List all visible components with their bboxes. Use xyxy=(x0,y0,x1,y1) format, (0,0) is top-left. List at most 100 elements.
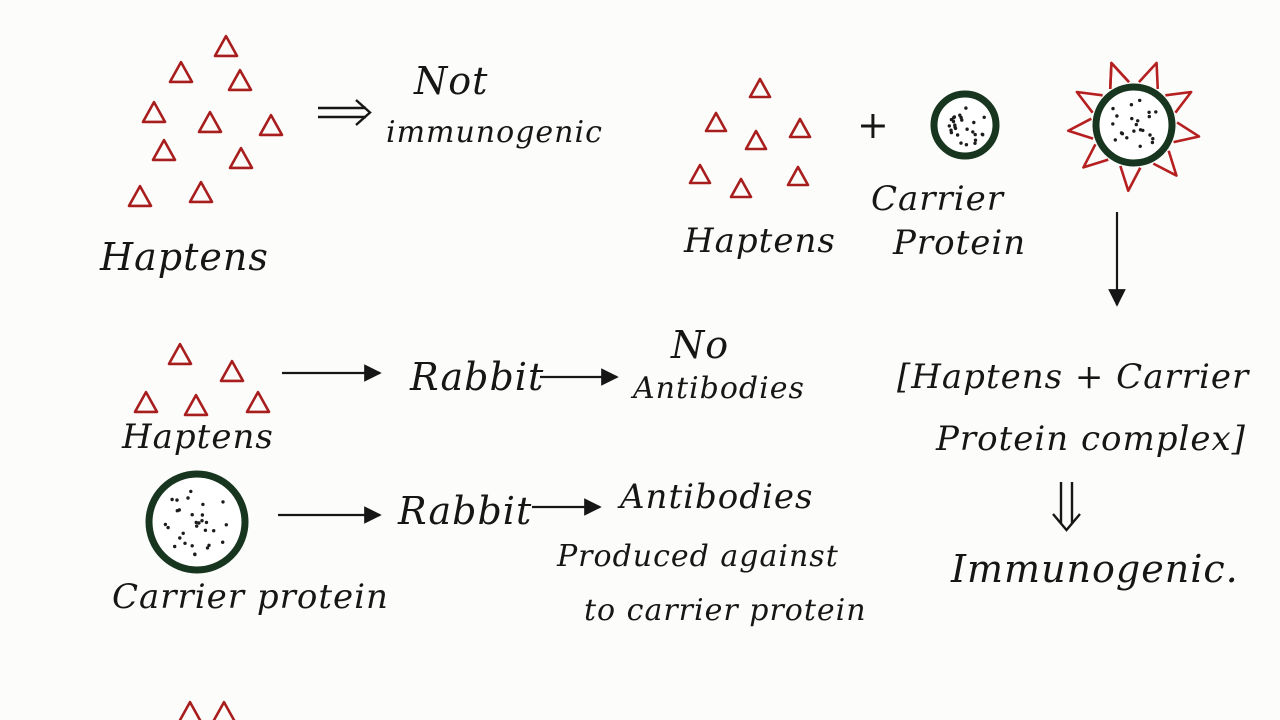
carrier-protein-large xyxy=(145,470,249,574)
protein-dot xyxy=(1148,133,1152,137)
protein-dot xyxy=(972,120,976,125)
hapten-triangle xyxy=(188,180,214,204)
protein-dot xyxy=(200,519,204,523)
hapten-triangle xyxy=(197,110,223,134)
hapten-triangle xyxy=(151,138,177,162)
hapten-triangle xyxy=(183,393,209,417)
label-to-carrier-protein: to carrier protein xyxy=(584,593,867,628)
protein-dot xyxy=(973,141,977,145)
protein-dot xyxy=(197,521,201,525)
label-haptens-free: Haptens xyxy=(100,235,269,279)
label-haptens-rabbit: Haptens xyxy=(122,417,274,457)
hapten-carrier-complex xyxy=(1066,61,1201,193)
protein-dot xyxy=(971,130,975,134)
protein-dot xyxy=(1147,114,1152,119)
label-protein-cap: Protein xyxy=(893,223,1027,263)
label-rabbit-2: Rabbit xyxy=(398,489,533,533)
hapten-triangle xyxy=(688,163,712,185)
protein-dot xyxy=(173,544,177,549)
protein-dot xyxy=(964,106,968,110)
protein-dot xyxy=(178,536,182,540)
label-complex-line2: Protein complex] xyxy=(936,419,1246,459)
protein-dot xyxy=(195,524,199,528)
hapten-cluster-free xyxy=(127,34,284,208)
label-complex-line1: [Haptens + Carrier xyxy=(897,357,1250,397)
hapten-triangle xyxy=(729,177,753,199)
hapten-triangle xyxy=(141,100,167,124)
protein-dot xyxy=(1125,136,1129,140)
protein-dot xyxy=(1134,122,1139,127)
protein-dot xyxy=(221,500,225,504)
hapten-triangle xyxy=(788,117,812,139)
protein-dot xyxy=(204,520,209,525)
hapten-spike xyxy=(1075,90,1103,114)
protein-dot xyxy=(951,119,956,124)
protein-dot xyxy=(1154,110,1158,114)
protein-dot xyxy=(181,531,185,535)
protein-dot xyxy=(166,525,170,530)
hapten-triangle xyxy=(168,60,194,84)
protein-dot xyxy=(1136,119,1140,123)
hapten-spike xyxy=(1138,61,1160,90)
protein-dot xyxy=(186,496,190,500)
hapten-spike xyxy=(1173,121,1201,144)
hapten-triangle xyxy=(228,146,254,170)
hapten-triangle xyxy=(212,700,236,720)
protein-dot xyxy=(949,130,954,135)
protein-dot xyxy=(183,541,187,545)
label-no: No xyxy=(671,323,730,367)
hapten-triangle xyxy=(245,390,271,414)
protein-dot xyxy=(981,133,985,137)
label-produced-against: Produced against xyxy=(557,539,839,574)
hapten-spike xyxy=(1119,165,1142,193)
protein-dot xyxy=(190,544,194,548)
hapten-cluster-rabbit xyxy=(133,342,271,417)
protein-dot xyxy=(1151,137,1155,141)
hapten-cluster-cutoff xyxy=(178,700,236,720)
protein-dot xyxy=(1138,144,1142,148)
hapten-spike xyxy=(1082,143,1109,169)
protein-dot xyxy=(1147,110,1151,115)
protein-dot xyxy=(959,141,963,145)
protein-dot xyxy=(1130,116,1134,121)
label-rabbit-1: Rabbit xyxy=(410,355,545,399)
hapten-triangle xyxy=(219,359,245,383)
hapten-triangle xyxy=(227,68,253,92)
protein-dot xyxy=(201,502,205,507)
protein-dot xyxy=(1120,132,1125,136)
label-haptens-with-carrier: Haptens xyxy=(684,221,836,261)
hapten-triangle xyxy=(127,184,153,208)
protein-dot xyxy=(205,546,210,550)
plus-sign: + xyxy=(857,103,890,147)
protein-dot xyxy=(221,540,225,544)
protein-dot xyxy=(212,529,216,533)
protein-dot xyxy=(1129,103,1134,107)
hapten-triangle xyxy=(744,129,768,151)
protein-dot xyxy=(189,489,193,494)
hapten-triangle xyxy=(133,390,159,414)
implies-arrow-not-immunogenic xyxy=(318,99,372,126)
protein-dot xyxy=(1138,98,1142,103)
protein-dot xyxy=(953,125,957,129)
protein-dot xyxy=(163,522,168,527)
hapten-spike xyxy=(1152,150,1178,177)
label-immunogenic-lower: immunogenic xyxy=(386,115,603,150)
protein-dot xyxy=(224,523,228,527)
label-carrier-cap: Carrier xyxy=(871,179,1005,219)
protein-dot xyxy=(955,133,960,137)
hapten-triangle xyxy=(258,113,284,137)
hapten-cluster-with-carrier xyxy=(688,77,812,199)
protein-dot xyxy=(200,513,205,517)
hapten-triangle xyxy=(786,165,810,187)
protein-dot xyxy=(947,124,951,128)
protein-dot xyxy=(973,132,977,137)
hapten-triangle xyxy=(178,700,202,720)
label-carrier-protein: Carrier protein xyxy=(112,577,389,617)
protein-dot xyxy=(952,115,957,119)
protein-dot xyxy=(1113,138,1118,142)
protein-dot xyxy=(177,508,181,512)
protein-dot xyxy=(193,552,197,557)
label-no-antibodies: Antibodies xyxy=(633,371,805,406)
protein-dot xyxy=(958,113,962,117)
